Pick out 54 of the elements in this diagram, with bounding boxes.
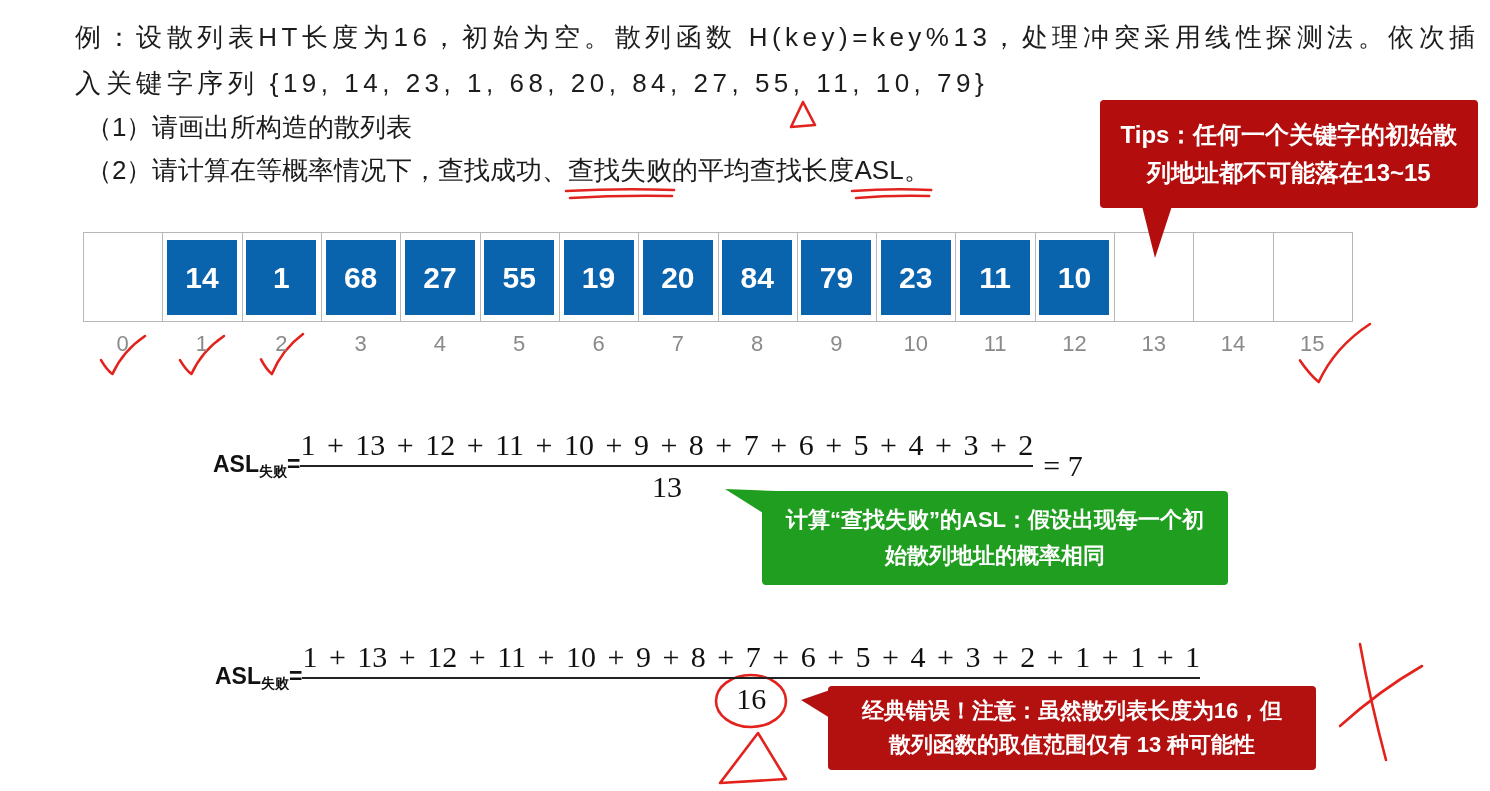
slot-index: 8 [751, 331, 764, 357]
table-slot [876, 232, 957, 322]
slot-index: 6 [592, 331, 605, 357]
table-slot [1193, 232, 1274, 322]
table-slot [320, 232, 402, 322]
slot-index: 14 [1220, 331, 1246, 357]
table-slot [479, 232, 560, 322]
table-slot [1114, 232, 1195, 322]
key-tile: 14 [166, 240, 237, 315]
slot-index: 1 [195, 331, 209, 357]
table-slot [796, 232, 878, 322]
slot-index: 5 [513, 331, 526, 357]
key-tile: 23 [880, 240, 951, 315]
key-tile: 84 [722, 240, 793, 315]
table-slot [955, 232, 1036, 322]
slot-index: 2 [275, 331, 288, 357]
slot-index: 10 [903, 331, 928, 357]
problem-statement: 例：设散列表HT长度为16，初始为空。散列函数 H(key)=key%13，处理冲突采用线性探测法。依次插入关键字序列 {19, 14, 23, 1, 68, 20, 84, 27, 55, 11, 10, 79} [75, 21, 1480, 100]
question-text: （1）请画出所构造的散列表 [86, 111, 413, 144]
slot-index: 13 [1141, 331, 1166, 357]
formula-label: ASL$_{失败}$= [213, 451, 301, 481]
key-tile: 79 [801, 240, 872, 315]
table-slot [1272, 232, 1353, 322]
key-tile: 19 [563, 240, 634, 315]
table-slot [558, 232, 640, 322]
table-slot [83, 232, 164, 322]
question-text: （2）请计算在等概率情况下，查找成功、查找失败的平均查找长度ASL。 [86, 154, 930, 187]
slot-index: 9 [830, 331, 843, 357]
key-tile: 10 [1039, 240, 1110, 315]
formula-numerator: 1 + 13 + 12 + 11 + 10 + 9 + 8 + 7 + 6 + 5 + 4 + 3 + 2 [300, 427, 1034, 463]
slot-index: 15 [1300, 331, 1325, 357]
table-slot [1034, 232, 1116, 322]
table-slot [241, 232, 322, 322]
slot-index: 4 [433, 331, 447, 357]
slot-index: 3 [354, 331, 367, 357]
formula-result: = 7 [1043, 449, 1083, 483]
key-tile: 27 [404, 240, 475, 315]
formula-numerator: 1 + 13 + 12 + 11 + 10 + 9 + 8 + 7 + 6 + 5 + 4 + 3 + 2 + 1 + 1 + 1 [302, 639, 1201, 675]
formula-label: ASL$_{失败}$= [215, 663, 303, 693]
slot-index: 7 [671, 331, 684, 357]
table-slot [400, 232, 481, 322]
key-tile: 11 [960, 240, 1031, 315]
formula-denominator: 13 [651, 469, 682, 505]
key-tile: 55 [484, 240, 555, 315]
slot-index: 0 [116, 331, 129, 357]
table-slot [162, 232, 243, 322]
formula-denominator: 16 [736, 681, 767, 717]
slot-index: 11 [983, 331, 1007, 357]
key-tile: 20 [642, 240, 713, 315]
table-slot [717, 232, 798, 322]
key-tile: 1 [246, 240, 317, 315]
key-tile: 68 [325, 240, 396, 315]
slot-index: 12 [1062, 331, 1087, 357]
table-slot [638, 232, 719, 322]
